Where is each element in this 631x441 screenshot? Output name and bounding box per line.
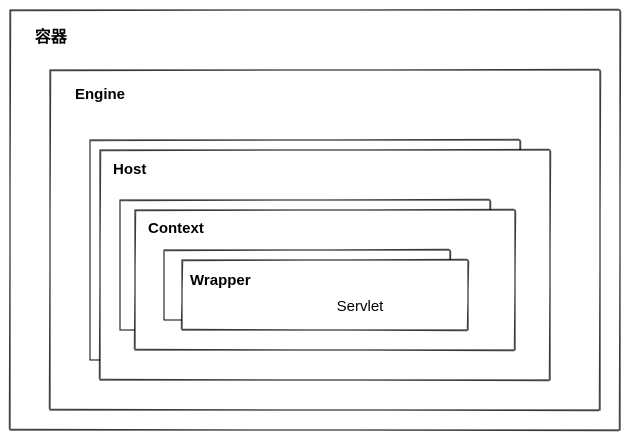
container-label: 容器	[34, 27, 68, 46]
engine-label: Engine	[75, 86, 125, 103]
host-label: Host	[113, 161, 146, 178]
servlet-label: Servlet	[337, 298, 385, 315]
wrapper-box	[180, 258, 470, 332]
context-label: Context	[148, 220, 204, 237]
wrapper-label: Wrapper	[190, 272, 251, 289]
